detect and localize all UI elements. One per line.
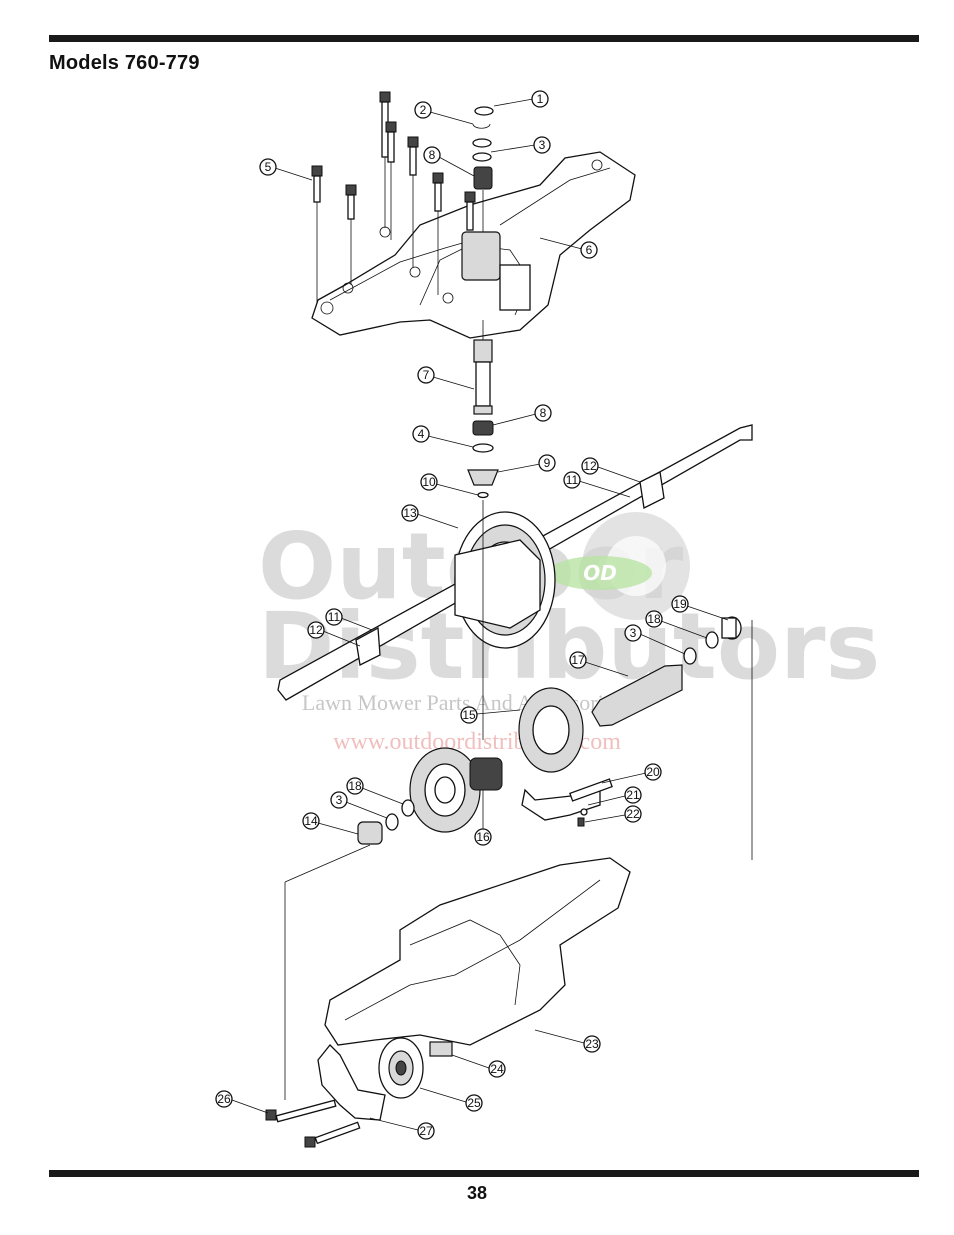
page-number: 38 — [466, 1183, 488, 1203]
svg-text:14: 14 — [304, 814, 318, 828]
svg-text:17: 17 — [571, 653, 585, 667]
callout-18-left: 18 — [346, 777, 404, 805]
callout-23: 23 — [534, 1029, 601, 1053]
callout-12-right: 12 — [581, 457, 641, 483]
svg-text:20: 20 — [646, 765, 660, 779]
svg-text:8: 8 — [540, 406, 547, 420]
callout-20: 20 — [601, 763, 662, 784]
callout-14: 14 — [302, 812, 359, 835]
callout-18-right: 18 — [645, 610, 708, 639]
svg-text:8: 8 — [429, 148, 436, 162]
callout-5: 5 — [259, 158, 313, 181]
callout-26: 26 — [215, 1090, 269, 1114]
callout-9: 9 — [497, 454, 556, 473]
svg-text:19: 19 — [673, 597, 687, 611]
svg-text:18: 18 — [647, 612, 661, 626]
input-shaft — [467, 320, 499, 512]
svg-text:27: 27 — [419, 1124, 433, 1138]
callout-11-right: 11 — [563, 471, 631, 498]
callout-1: 1 — [493, 90, 549, 108]
callout-21: 21 — [587, 786, 642, 806]
callout-7: 7 — [417, 366, 475, 390]
bolts — [311, 91, 476, 303]
svg-text:12: 12 — [583, 459, 597, 473]
svg-text:13: 13 — [403, 506, 417, 520]
svg-text:21: 21 — [626, 788, 640, 802]
watermark-tire-logo: OD — [548, 512, 690, 620]
svg-text:10: 10 — [422, 475, 436, 489]
svg-text:6: 6 — [586, 243, 593, 257]
callout-8: 8 — [423, 146, 475, 177]
svg-text:18: 18 — [348, 779, 362, 793]
svg-text:25: 25 — [467, 1096, 481, 1110]
svg-text:11: 11 — [328, 610, 341, 624]
svg-text:11: 11 — [566, 473, 579, 487]
callout-2: 2 — [414, 101, 474, 125]
callout-27: 27 — [369, 1117, 435, 1140]
svg-text:2: 2 — [420, 103, 427, 117]
callout-4: 4 — [412, 425, 474, 448]
svg-text:9: 9 — [544, 456, 551, 470]
callout-17: 17 — [569, 651, 629, 677]
callouts: 1 2 3 8 5 6 7 8 4 9 10 12 11 13 11 12 19… — [215, 90, 729, 1140]
top-small-parts — [472, 106, 494, 232]
lower-housing — [324, 857, 631, 1057]
right-small-parts — [591, 616, 753, 860]
callout-3-right: 3 — [624, 624, 686, 655]
svg-text:16: 16 — [476, 830, 490, 844]
page-title: Models 760-779 — [49, 52, 200, 74]
axle-assembly — [277, 424, 753, 740]
top-rule — [49, 35, 919, 42]
callout-22: 22 — [584, 805, 642, 823]
svg-text:22: 22 — [626, 807, 640, 821]
callout-16: 16 — [474, 790, 492, 846]
callout-24: 24 — [451, 1054, 506, 1078]
callout-12-left: 12 — [307, 621, 361, 647]
shift-fork — [521, 778, 613, 827]
svg-text:5: 5 — [265, 160, 272, 174]
watermark-badge: OD — [583, 561, 617, 585]
svg-text:7: 7 — [423, 368, 430, 382]
callout-15: 15 — [460, 706, 521, 724]
pulley-bracket — [265, 1037, 424, 1148]
svg-text:15: 15 — [462, 708, 476, 722]
bottom-rule — [49, 1170, 919, 1177]
svg-text:3: 3 — [630, 626, 637, 640]
callout-19: 19 — [671, 595, 729, 621]
svg-text:24: 24 — [490, 1062, 504, 1076]
svg-text:4: 4 — [418, 427, 425, 441]
callout-3-left: 3 — [330, 791, 388, 819]
callout-3: 3 — [490, 136, 551, 154]
callout-8b: 8 — [492, 404, 552, 426]
callout-6: 6 — [539, 237, 598, 259]
upper-housing — [311, 151, 636, 339]
svg-text:3: 3 — [336, 793, 343, 807]
callout-13: 13 — [401, 504, 459, 529]
callout-11-left: 11 — [325, 608, 373, 631]
callout-10: 10 — [420, 473, 479, 496]
svg-text:12: 12 — [309, 623, 323, 637]
svg-text:3: 3 — [539, 138, 546, 152]
svg-text:23: 23 — [585, 1037, 599, 1051]
callout-25: 25 — [419, 1087, 483, 1112]
lower-gears — [284, 687, 584, 1100]
svg-text:26: 26 — [217, 1092, 231, 1106]
svg-text:1: 1 — [537, 92, 544, 106]
